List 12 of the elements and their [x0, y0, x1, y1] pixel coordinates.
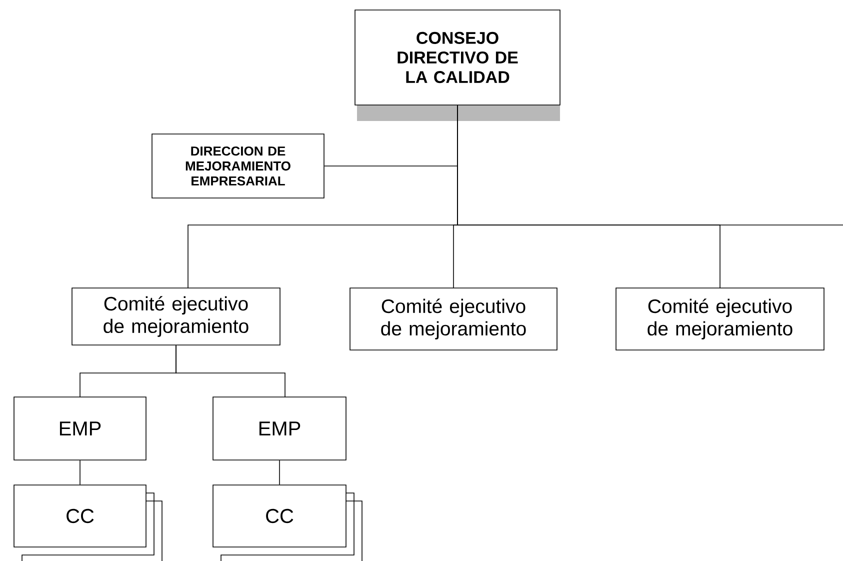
connector-line [457, 105, 843, 226]
org-box: EMP [14, 396, 146, 460]
connector-line [279, 460, 280, 485]
stacked-box: CC [212, 484, 362, 561]
council-box: CONSEJO DIRECTIVO DE LA CALIDAD [354, 10, 560, 121]
stacked-box: CC [14, 484, 162, 561]
org-box: EMP [212, 396, 346, 460]
org-box: Comité ejecutivo de mejoramiento [350, 288, 558, 350]
connector-line [176, 345, 286, 398]
org-box: Comité ejecutivo de mejoramiento [616, 288, 824, 350]
org-box: DIRECCION DE MEJORAMIENTO EMPRESARIAL [152, 134, 324, 198]
org-box: Comité ejecutivo de mejoramiento [72, 288, 280, 346]
